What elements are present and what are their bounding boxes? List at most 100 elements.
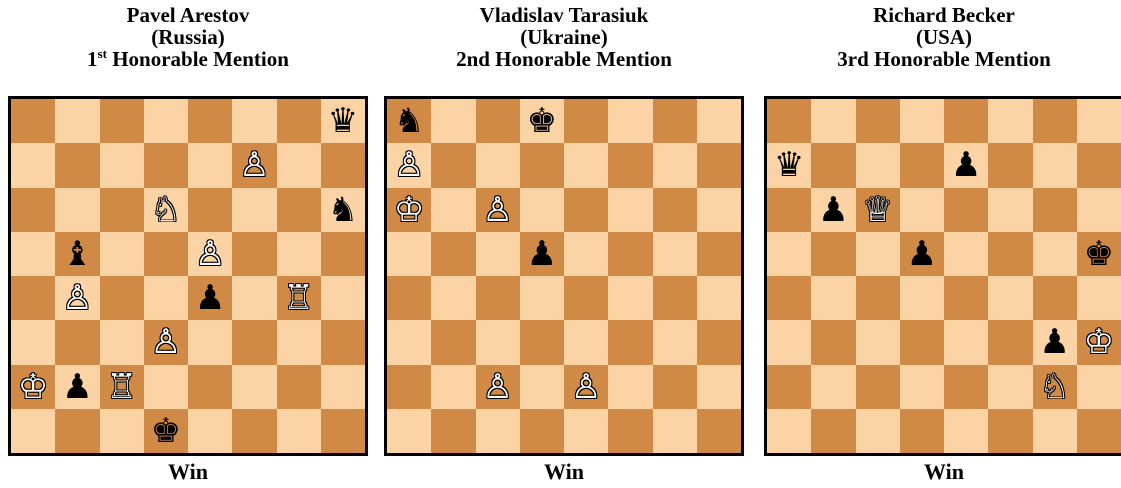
square-f7[interactable]: ♙ [232,143,276,187]
square-c2[interactable] [856,365,900,409]
square-c7[interactable] [476,143,520,187]
black-pawn-icon[interactable]: ♟ [520,232,564,276]
square-f1[interactable] [988,409,1032,453]
square-h5[interactable] [321,232,365,276]
square-f4[interactable] [988,276,1032,320]
square-f8[interactable] [988,99,1032,143]
square-h1[interactable] [697,409,741,453]
square-a5[interactable] [11,232,55,276]
square-e7[interactable]: ♟ [944,143,988,187]
square-c8[interactable] [100,99,144,143]
black-pawn-icon[interactable]: ♟ [944,143,988,187]
square-f3[interactable] [232,320,276,364]
square-a3[interactable] [767,320,811,364]
white-knight-icon[interactable]: ♘ [1033,365,1077,409]
square-e8[interactable] [564,99,608,143]
square-h8[interactable] [1077,99,1121,143]
square-a7[interactable]: ♙ [387,143,431,187]
square-a4[interactable] [387,276,431,320]
square-d1[interactable] [900,409,944,453]
square-g4[interactable] [1033,276,1077,320]
square-c5[interactable] [476,232,520,276]
black-pawn-icon[interactable]: ♟ [1033,320,1077,364]
square-h6[interactable] [1077,188,1121,232]
square-h3[interactable] [321,320,365,364]
square-d7[interactable] [520,143,564,187]
square-f2[interactable] [608,365,652,409]
white-rook-icon[interactable]: ♖ [277,276,321,320]
black-knight-icon[interactable]: ♞ [321,188,365,232]
square-a3[interactable] [11,320,55,364]
square-b7[interactable] [55,143,99,187]
square-d2[interactable] [144,365,188,409]
square-c5[interactable] [100,232,144,276]
square-h2[interactable] [697,365,741,409]
square-h1[interactable] [1077,409,1121,453]
square-f6[interactable] [988,188,1032,232]
square-e2[interactable]: ♙ [564,365,608,409]
square-e2[interactable] [188,365,232,409]
square-g7[interactable] [277,143,321,187]
square-f1[interactable] [608,409,652,453]
square-f7[interactable] [988,143,1032,187]
square-b7[interactable] [431,143,475,187]
square-d6[interactable] [520,188,564,232]
square-d8[interactable] [900,99,944,143]
square-g4[interactable]: ♖ [277,276,321,320]
white-king-icon[interactable]: ♔ [1077,320,1121,364]
square-h1[interactable] [321,409,365,453]
black-pawn-icon[interactable]: ♟ [55,365,99,409]
square-a7[interactable]: ♛ [767,143,811,187]
square-a8[interactable] [767,99,811,143]
square-e8[interactable] [188,99,232,143]
square-h3[interactable] [697,320,741,364]
square-c2[interactable]: ♖ [100,365,144,409]
square-c3[interactable] [476,320,520,364]
square-e1[interactable] [944,409,988,453]
square-f3[interactable] [988,320,1032,364]
square-a5[interactable] [767,232,811,276]
black-pawn-icon[interactable]: ♟ [900,232,944,276]
square-d5[interactable]: ♟ [520,232,564,276]
square-b4[interactable] [811,276,855,320]
square-f6[interactable] [232,188,276,232]
white-pawn-icon[interactable]: ♙ [55,276,99,320]
square-e3[interactable] [944,320,988,364]
square-b6[interactable] [55,188,99,232]
square-h5[interactable] [697,232,741,276]
square-a7[interactable] [11,143,55,187]
square-a5[interactable] [387,232,431,276]
square-d3[interactable] [900,320,944,364]
square-c1[interactable] [856,409,900,453]
square-b8[interactable] [55,99,99,143]
square-c5[interactable] [856,232,900,276]
square-g3[interactable]: ♟ [1033,320,1077,364]
square-f5[interactable] [232,232,276,276]
square-c3[interactable] [100,320,144,364]
square-g7[interactable] [1033,143,1077,187]
square-b6[interactable] [431,188,475,232]
square-g4[interactable] [653,276,697,320]
white-pawn-icon[interactable]: ♙ [476,188,520,232]
square-a3[interactable] [387,320,431,364]
square-b2[interactable] [811,365,855,409]
square-b1[interactable] [431,409,475,453]
white-queen-icon[interactable]: ♕ [856,188,900,232]
square-f7[interactable] [608,143,652,187]
square-c8[interactable] [476,99,520,143]
square-f2[interactable] [232,365,276,409]
square-d2[interactable] [900,365,944,409]
square-a6[interactable] [767,188,811,232]
black-king-icon[interactable]: ♚ [144,409,188,453]
square-a6[interactable]: ♔ [387,188,431,232]
square-b4[interactable] [431,276,475,320]
square-h2[interactable] [321,365,365,409]
square-d2[interactable] [520,365,564,409]
square-d7[interactable] [900,143,944,187]
square-a6[interactable] [11,188,55,232]
square-b3[interactable] [811,320,855,364]
square-a1[interactable] [767,409,811,453]
black-bishop-icon[interactable]: ♝ [55,232,99,276]
square-g8[interactable] [653,99,697,143]
square-e8[interactable] [944,99,988,143]
